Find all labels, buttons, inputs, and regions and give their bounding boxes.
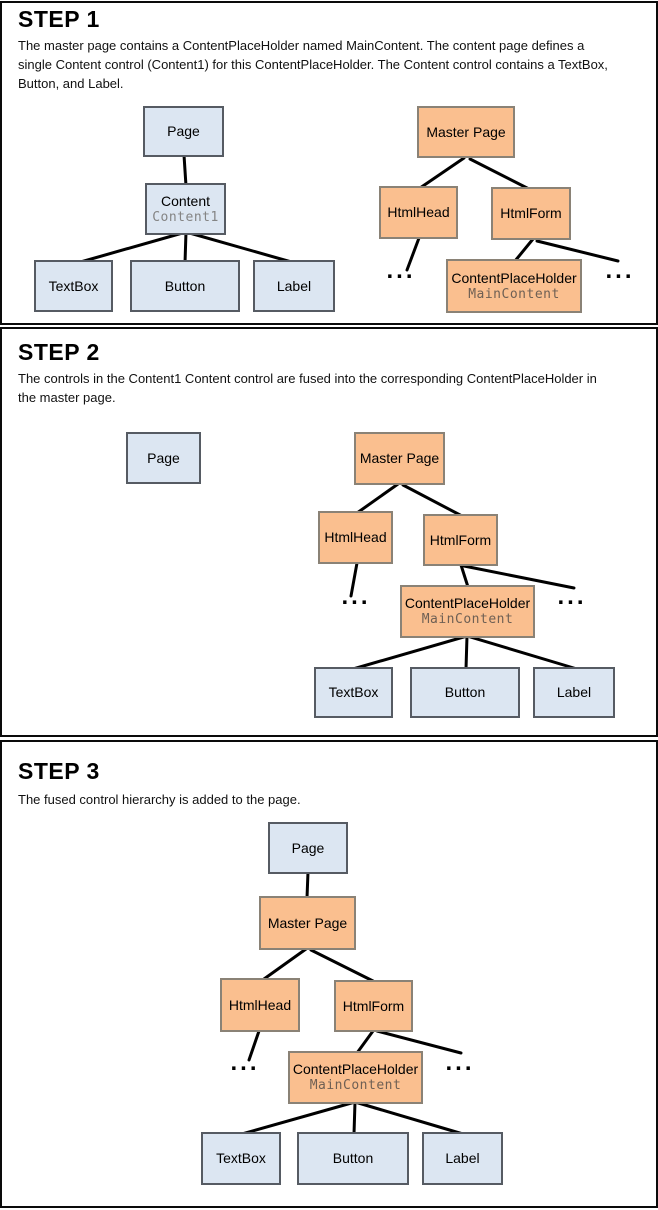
htmlhead-node-label: HtmlHead xyxy=(228,996,292,1013)
step3-master-page-node: Master Page xyxy=(259,896,356,950)
content-id-label: Content1 xyxy=(152,209,219,225)
step2-ellipsis-left: ... xyxy=(341,583,371,610)
step3-contentplaceholder-node: ContentPlaceHolder MainContent xyxy=(288,1051,423,1104)
htmlform-node-label: HtmlForm xyxy=(429,531,492,548)
contentplaceholder-node-label: ContentPlaceHolder xyxy=(404,595,531,611)
step1-page-node: Page xyxy=(143,106,224,157)
step1-contentplaceholder-node: ContentPlaceHolder MainContent xyxy=(446,259,582,313)
step1-content-node: Content Content1 xyxy=(145,183,226,235)
step1-ellipsis-left: ... xyxy=(386,257,416,284)
htmlform-node-label: HtmlForm xyxy=(500,205,562,221)
step3-textbox-node: TextBox xyxy=(201,1132,281,1185)
step1-ellipsis-right: ... xyxy=(605,257,635,284)
step1-textbox-node: TextBox xyxy=(34,260,113,312)
page-node-label: Page xyxy=(291,839,325,856)
htmlhead-node-label: HtmlHead xyxy=(387,204,450,220)
page-node-label: Page xyxy=(147,449,180,466)
step3-htmlhead-node: HtmlHead xyxy=(220,978,300,1032)
master-page-node-label: Master Page xyxy=(359,450,440,466)
label-node-label: Label xyxy=(445,1150,480,1166)
step3-title: STEP 3 xyxy=(18,758,100,784)
step2-description: The controls in the Content1 Content con… xyxy=(18,371,597,405)
button-node-label: Button xyxy=(444,684,486,700)
htmlform-node-label: HtmlForm xyxy=(342,997,405,1014)
step3-button-node: Button xyxy=(297,1132,409,1185)
step2-button-node: Button xyxy=(410,667,520,718)
step2-label-node: Label xyxy=(533,667,615,718)
contentplaceholder-id-label: MainContent xyxy=(421,612,514,627)
htmlhead-node-label: HtmlHead xyxy=(324,529,387,545)
step3-htmlform-node: HtmlForm xyxy=(334,980,413,1032)
contentplaceholder-node-label: ContentPlaceHolder xyxy=(292,1061,419,1077)
step1-button-node: Button xyxy=(130,260,240,312)
textbox-node-label: TextBox xyxy=(48,277,99,294)
step1-title: STEP 1 xyxy=(18,6,100,32)
step3-ellipsis-right: ... xyxy=(445,1049,475,1076)
label-node-label: Label xyxy=(276,277,312,294)
contentplaceholder-id-label: MainContent xyxy=(468,286,560,302)
step2-htmlform-node: HtmlForm xyxy=(423,514,498,566)
master-page-node-label: Master Page xyxy=(426,123,506,140)
step3-ellipsis-left: ... xyxy=(230,1049,260,1076)
step2-ellipsis-right: ... xyxy=(557,583,587,610)
step1-label-node: Label xyxy=(253,260,335,312)
contentplaceholder-id-label: MainContent xyxy=(309,1078,402,1093)
button-node-label: Button xyxy=(164,277,206,294)
step2-master-page-node: Master Page xyxy=(354,432,445,485)
button-node-label: Button xyxy=(332,1150,374,1166)
step1-htmlhead-node: HtmlHead xyxy=(379,186,458,239)
step3-page-node: Page xyxy=(268,822,348,874)
content-node-label: Content xyxy=(160,192,211,209)
page-node-label: Page xyxy=(167,123,200,139)
master-page-node-label: Master Page xyxy=(267,914,348,931)
step1-htmlform-node: HtmlForm xyxy=(491,187,571,240)
step1-master-page-node: Master Page xyxy=(417,106,515,158)
step2-page-node: Page xyxy=(126,432,201,484)
step2-contentplaceholder-node: ContentPlaceHolder MainContent xyxy=(400,585,535,638)
step3-label-node: Label xyxy=(422,1132,503,1185)
step3-description: The fused control hierarchy is added to … xyxy=(18,792,301,807)
textbox-node-label: TextBox xyxy=(328,684,379,700)
step1-description: The master page contains a ContentPlaceH… xyxy=(18,38,608,91)
contentplaceholder-node-label: ContentPlaceHolder xyxy=(451,269,577,286)
step2-title: STEP 2 xyxy=(18,339,100,365)
step2-htmlhead-node: HtmlHead xyxy=(318,511,393,564)
textbox-node-label: TextBox xyxy=(216,1150,266,1166)
label-node-label: Label xyxy=(556,684,592,700)
step2-textbox-node: TextBox xyxy=(314,667,393,718)
